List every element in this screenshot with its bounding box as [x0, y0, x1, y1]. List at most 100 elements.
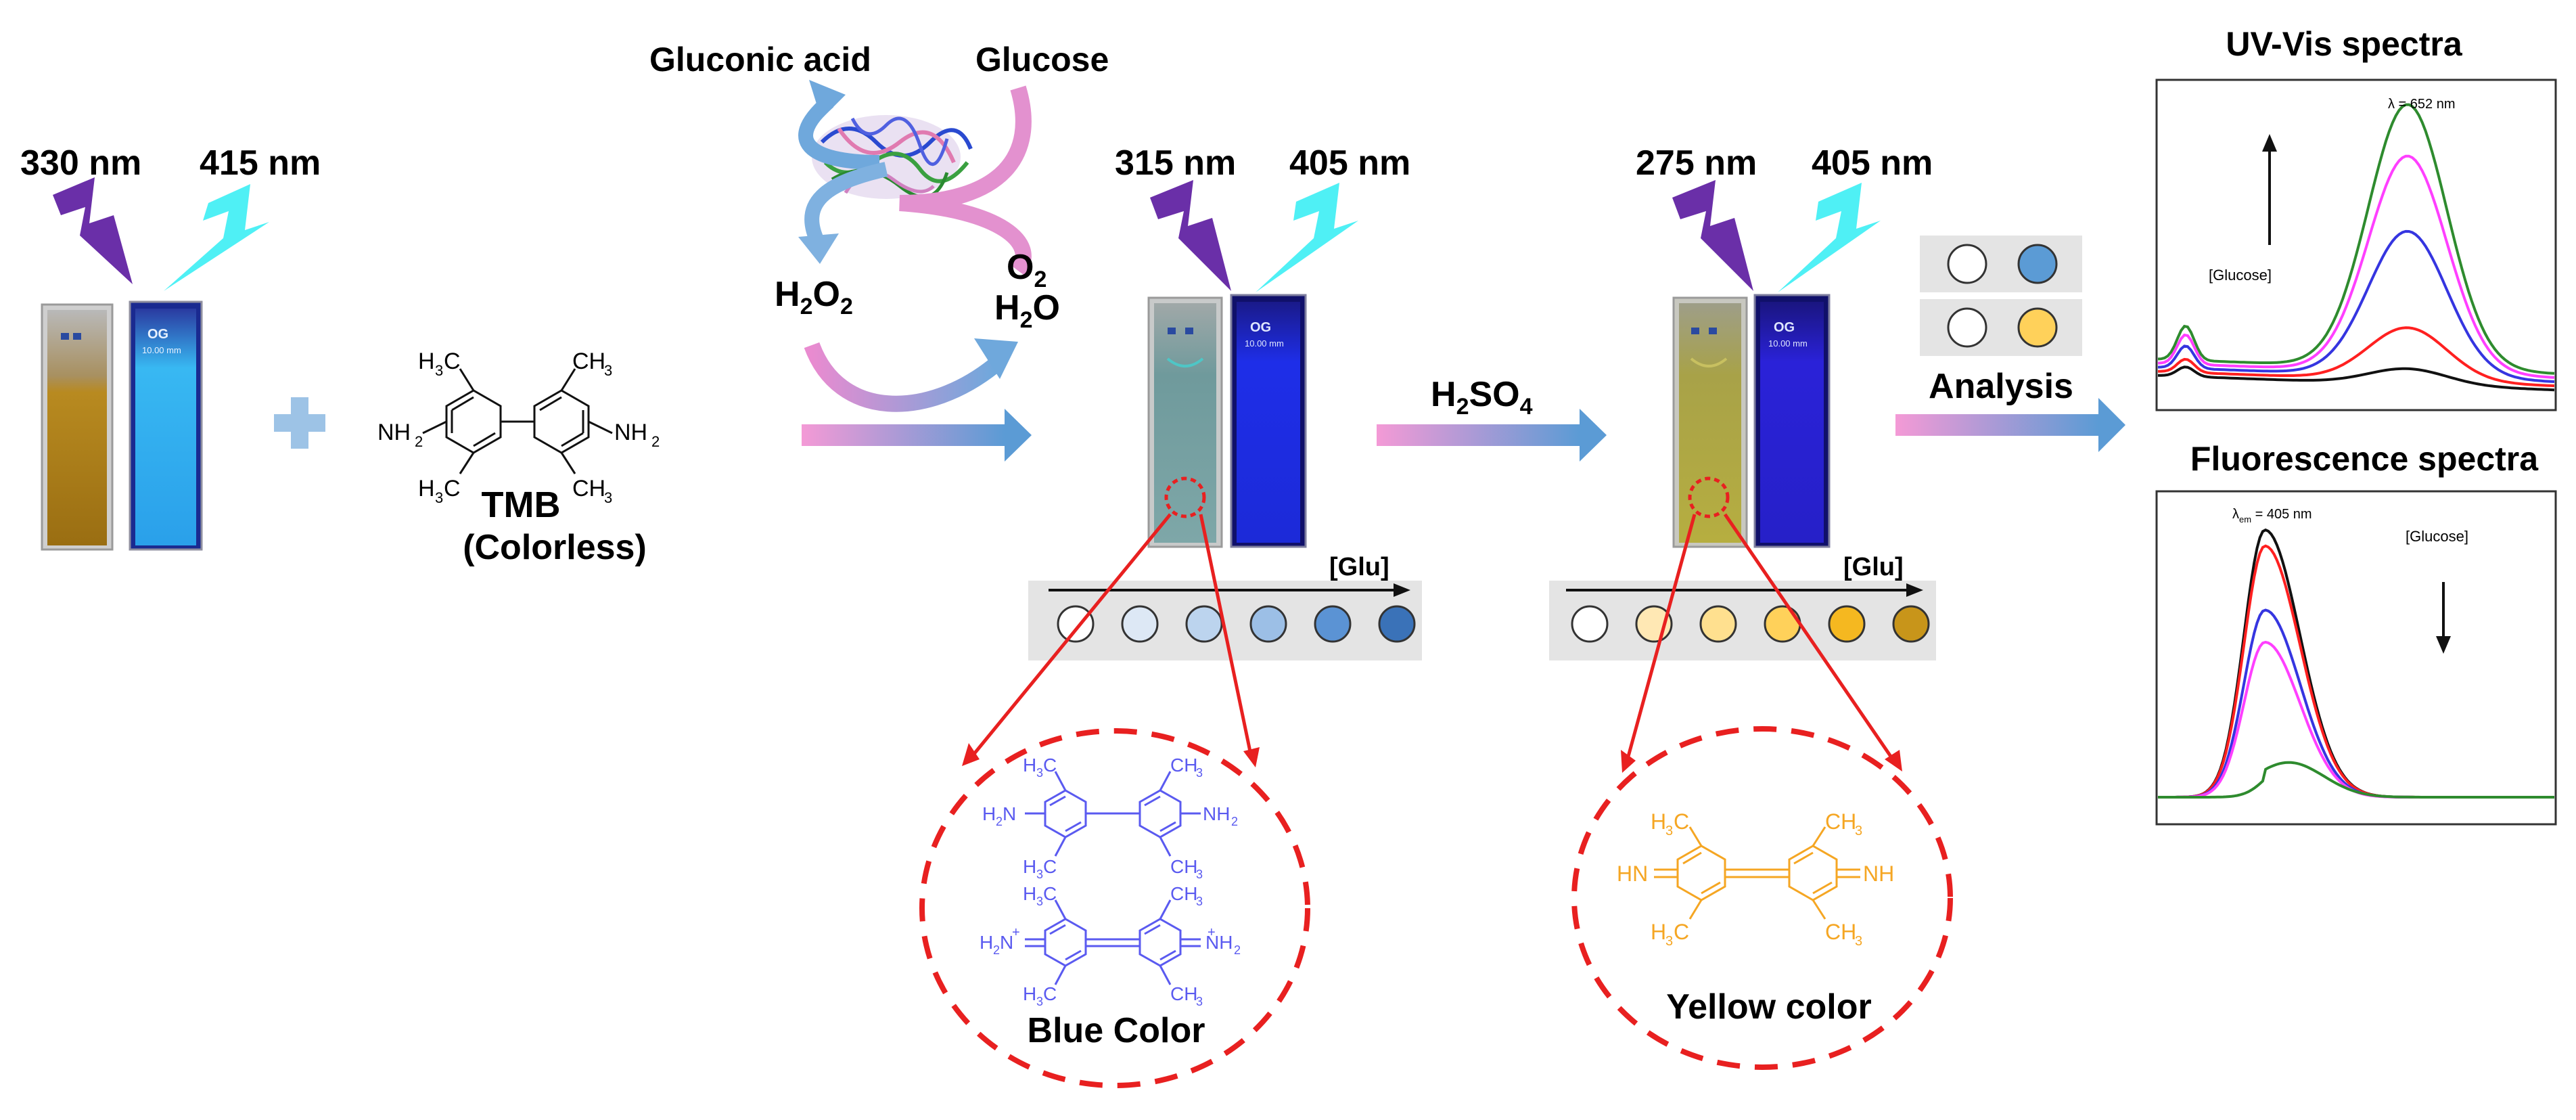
svg-text:HN: HN: [1617, 861, 1648, 886]
blue-color-label: Blue Color: [1028, 1011, 1205, 1050]
svg-text:C: C: [1674, 809, 1689, 834]
svg-text:NH: NH: [377, 420, 411, 445]
svg-text:CH: CH: [1170, 856, 1197, 877]
svg-text:C: C: [1043, 856, 1057, 877]
fluorescence-curve: [2158, 761, 2554, 799]
blue-structure-diamine: [1025, 771, 1201, 857]
yellow-scale-dot: [1571, 605, 1609, 643]
gluconic-acid-out-arrow: [798, 95, 880, 170]
zoom-arrowhead: [962, 743, 980, 766]
svg-text:CH: CH: [1170, 883, 1197, 904]
h2o-label: H2O: [994, 288, 1060, 333]
analysis-dot: [2017, 307, 2058, 348]
cuvette-path-text: 10.00 mm: [1768, 338, 1808, 349]
h2o2-arrowhead: [798, 233, 839, 264]
svg-text:CH: CH: [1825, 920, 1856, 944]
uv-vis-curve: [2158, 365, 2555, 392]
svg-text:H: H: [980, 932, 993, 953]
svg-text:NH: NH: [1203, 803, 1230, 824]
fl-peak-label: λem = 405 nm: [2232, 507, 2312, 524]
svg-text:+: +: [1208, 925, 1216, 940]
lightning-cyan-icon: [164, 184, 269, 291]
cuvette-brand-text: OG: [1250, 320, 1271, 335]
h2o-arrowhead: [974, 338, 1018, 379]
cuvette-brand-text: OG: [147, 327, 168, 342]
uv-peak-label: λ = 652 nm: [2388, 97, 2456, 112]
glucose-increase-arrowhead: [2262, 134, 2277, 152]
uv-vis-title: UV-Vis spectra: [2226, 25, 2462, 63]
svg-text:2: 2: [993, 943, 1000, 957]
lightning-violet-icon: [1150, 180, 1231, 291]
o2-label: O2: [1007, 248, 1046, 292]
lightning-cyan-icon: [1778, 183, 1881, 292]
svg-text:3: 3: [1036, 895, 1043, 908]
svg-text:2: 2: [1234, 943, 1241, 957]
svg-text:3: 3: [1036, 868, 1043, 881]
zoom-line: [1199, 514, 1254, 759]
svg-text:3: 3: [1036, 995, 1043, 1008]
svg-text:3: 3: [1196, 895, 1203, 908]
svg-text:H: H: [1023, 883, 1036, 904]
svg-text:3: 3: [1036, 766, 1043, 780]
zoom-line: [969, 513, 1172, 759]
svg-text:3: 3: [1196, 868, 1203, 881]
svg-text:3: 3: [1665, 934, 1673, 949]
blue-scale-dot: [1314, 605, 1352, 643]
svg-text:3: 3: [435, 489, 443, 506]
uv-vis-curve: [2157, 229, 2555, 383]
svg-text:3: 3: [1196, 995, 1203, 1008]
svg-text:H: H: [1023, 755, 1036, 776]
cuvette-teal-blue-product: [1147, 296, 1223, 548]
svg-text:2: 2: [1231, 815, 1238, 828]
svg-text:C: C: [1674, 920, 1689, 944]
uv-vis-curve: [2157, 154, 2555, 379]
cuvette-amber: [41, 303, 114, 551]
svg-text:CH: CH: [572, 349, 605, 374]
reaction-arrow-3: [1895, 398, 2125, 452]
analysis-dot: [1947, 307, 1987, 348]
glucose-in-arrow: [899, 85, 1032, 276]
zoom-arrowhead: [1621, 750, 1636, 773]
cuvette-path-text: 10.00 mm: [1245, 338, 1284, 349]
yellow-product-zoom-circle: [1571, 726, 1953, 1070]
yellow-scale-dot: [1828, 605, 1866, 643]
svg-text:H: H: [418, 349, 435, 374]
emission-405nm-label: 405 nm: [1289, 143, 1410, 183]
cuvette-brand-text: OG: [1774, 320, 1795, 335]
gluconic-acid-label: Gluconic acid: [649, 41, 871, 79]
tmb-structure: [422, 368, 613, 474]
svg-text:3: 3: [604, 489, 612, 506]
cuvette-cyan-fluorescent: OG 10.00 mm: [129, 300, 203, 551]
svg-text:H: H: [418, 476, 435, 501]
svg-text:3: 3: [1855, 934, 1862, 949]
svg-text:CH: CH: [1170, 755, 1197, 776]
svg-text:H: H: [1023, 983, 1036, 1004]
svg-text:N: N: [1003, 803, 1016, 824]
tmb-atom-labels: NH 2 NH 2 H 3 C H 3 C CH 3 CH 3: [377, 349, 660, 506]
svg-text:H: H: [1023, 856, 1036, 877]
yellow-scale-dot: [1699, 605, 1737, 643]
excitation-415nm-label: 415 nm: [200, 143, 321, 183]
excitation-315nm-label: 315 nm: [1115, 143, 1236, 183]
yellow-structure-diimine: [1654, 826, 1860, 920]
svg-text:NH: NH: [1863, 861, 1894, 886]
svg-text:C: C: [444, 476, 461, 501]
excitation-330nm-label: 330 nm: [20, 143, 141, 183]
lightning-violet-icon: [1672, 180, 1753, 291]
svg-text:3: 3: [604, 362, 612, 379]
glucose-label: Glucose: [975, 41, 1109, 79]
svg-text:2: 2: [651, 433, 660, 450]
uv-vis-curves: [2157, 103, 2555, 392]
glucose-decrease-arrowhead: [2436, 636, 2451, 654]
tmb-name: TMB: [482, 485, 561, 525]
svg-text:H: H: [1651, 920, 1666, 944]
svg-text:C: C: [1043, 755, 1057, 776]
svg-text:C: C: [1043, 883, 1057, 904]
svg-text:3: 3: [1855, 824, 1862, 838]
analysis-dots: [1947, 244, 2058, 348]
cuvette-yellow-product: [1672, 296, 1748, 548]
lightning-cyan-icon: [1256, 183, 1358, 292]
